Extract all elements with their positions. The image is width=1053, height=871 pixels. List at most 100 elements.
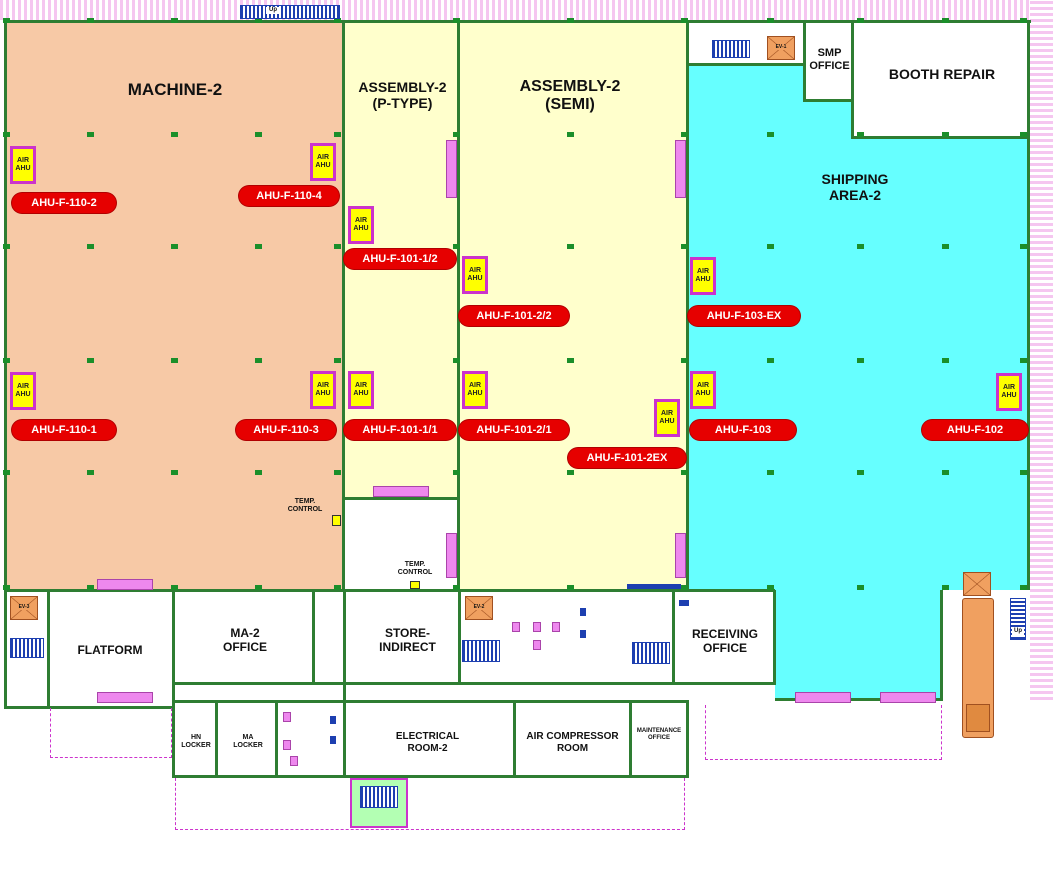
door-assembly-semi-lower[interactable] [675, 533, 686, 578]
structural-column [942, 132, 949, 137]
maintenance-line1: MAINTENANCE [636, 728, 682, 734]
wall-office-row-bottom [4, 706, 172, 709]
ahu-box-line1: AIR [1002, 383, 1016, 391]
maintenance-line2: OFFICE [648, 735, 670, 742]
structural-column [681, 244, 688, 249]
ahu-box-line2: AHU [467, 390, 483, 397]
booth-repair-room [853, 22, 1028, 137]
door-assembly-p-lower[interactable] [446, 533, 457, 578]
ahu-box-line1: AIR [316, 381, 330, 389]
structural-column [87, 244, 94, 249]
ma-locker-label: MA LOCKER [224, 734, 272, 751]
door-temp-room[interactable] [373, 486, 429, 497]
ma2-office-line1: MA-2 [230, 626, 260, 640]
wall-service-bottom [172, 775, 688, 778]
corridor-marker [679, 600, 689, 606]
door-assembly-semi-side[interactable] [675, 140, 686, 198]
ahu-tag[interactable]: AHU-F-110-2 [12, 193, 116, 213]
structural-column [255, 358, 262, 363]
ahu-box-line2: AHU [659, 418, 675, 425]
stair-up-label-top: Up [266, 7, 280, 15]
structural-column [1020, 18, 1027, 23]
store-line1: STORE- [384, 626, 431, 640]
stair-receiving [632, 642, 670, 664]
door-shipping-bottom-1[interactable] [795, 692, 851, 703]
toilet-icon-4 [552, 622, 560, 632]
water-tank-pool [360, 786, 398, 808]
ahu-box-line1: AIR [468, 266, 482, 274]
structural-column [857, 585, 864, 590]
electrical-line2: ROOM-2 [407, 742, 448, 754]
wall-shipping-bottom [775, 698, 943, 701]
door-flatform-bottom[interactable] [97, 692, 153, 703]
structural-column [255, 132, 262, 137]
hn-locker-line1: HN [190, 734, 202, 741]
toilet-icon-1 [512, 622, 520, 632]
temp-control-line2: CONTROL [287, 506, 323, 514]
toilet-icon-2 [533, 622, 541, 632]
stair-top-right [712, 40, 750, 58]
wall-office-7 [773, 590, 776, 685]
shipping-dock-rail [627, 584, 681, 589]
ahu-tag[interactable]: AHU-F-103-EX [688, 306, 800, 326]
structural-column [567, 132, 574, 137]
door-shipping-bottom-2[interactable] [880, 692, 936, 703]
shipping-area-line1: SHIPPING [821, 171, 889, 187]
ahu-box-line1: AIR [696, 267, 710, 275]
ahu-tag[interactable]: AHU-F-101-2/2 [459, 306, 569, 326]
shipping-area-lower [775, 590, 940, 700]
temp-control-store-line1: TEMP. [404, 561, 426, 568]
elevator-ev3-label: EV-3 [18, 604, 30, 610]
machine-area-label: MACHINE-2 [127, 80, 223, 99]
ahu-box-line1: AIR [354, 216, 368, 224]
structural-column [87, 585, 94, 590]
maintenance-office-label: MAINTENANCE OFFICE [631, 728, 687, 742]
structural-column [171, 18, 178, 23]
structural-column [681, 18, 688, 23]
ahu-tag[interactable]: AHU-F-101-1/2 [344, 249, 456, 269]
structural-column [567, 358, 574, 363]
ahu-tag[interactable]: AHU-F-101-2/1 [459, 420, 569, 440]
wall-office-1 [47, 590, 50, 708]
assembly-p-type-line1: ASSEMBLY-2 [358, 79, 447, 95]
ahu-tag[interactable]: AHU-F-110-1 [12, 420, 116, 440]
structural-column [255, 585, 262, 590]
structural-column [255, 18, 262, 23]
structural-column [857, 358, 864, 363]
ahu-tag[interactable]: AHU-F-103 [690, 420, 796, 440]
ahu-tag[interactable]: AHU-F-102 [922, 420, 1028, 440]
ahu-tag[interactable]: AHU-F-101-2EX [568, 448, 686, 468]
structural-column [453, 244, 460, 249]
door-assembly-p-side[interactable] [446, 140, 457, 198]
structural-column [334, 18, 341, 23]
structural-column [87, 358, 94, 363]
structural-column [3, 358, 10, 363]
structural-column [87, 18, 94, 23]
door-machine-bottom[interactable] [97, 579, 153, 590]
ahu-tag[interactable]: AHU-F-110-4 [239, 186, 339, 206]
site-boundary [0, 0, 1053, 20]
wall-corridor-bottom [172, 700, 688, 703]
structural-column [3, 132, 10, 137]
wall-service-3 [513, 700, 516, 778]
structural-column [767, 358, 774, 363]
wall-smp-bottom [803, 99, 853, 102]
wall-machine-assembly [342, 22, 345, 590]
structural-column [681, 358, 688, 363]
structural-column [567, 18, 574, 23]
wall-service-2 [275, 700, 278, 778]
structural-column [334, 132, 341, 137]
urinal-icon-2 [580, 630, 586, 638]
ahu-tag[interactable]: AHU-F-101-1/1 [344, 420, 456, 440]
ahu-tag[interactable]: AHU-F-110-3 [236, 420, 336, 440]
store-line2: INDIRECT [379, 639, 436, 654]
structural-column [1020, 358, 1027, 363]
structural-column [171, 470, 178, 475]
structural-column [334, 585, 341, 590]
structural-column [453, 132, 460, 137]
structural-column [453, 18, 460, 23]
structural-column [767, 18, 774, 23]
